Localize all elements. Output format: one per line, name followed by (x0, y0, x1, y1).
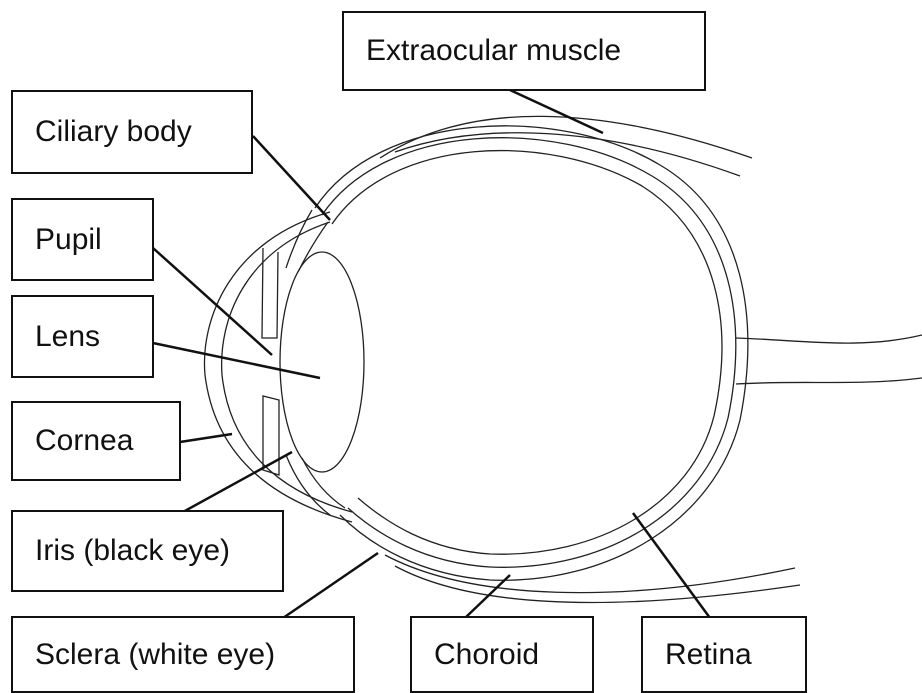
iris-leader (183, 452, 292, 512)
extraocular-muscle-text: Extraocular muscle (366, 34, 621, 68)
lens-leader (153, 343, 320, 378)
choroid-label: Choroid (410, 616, 594, 693)
optic-nerve (736, 335, 922, 384)
retina-text: Retina (665, 638, 752, 672)
iris-label: Iris (black eye) (11, 510, 284, 592)
sclera-leader (283, 553, 378, 618)
ciliary-body-text: Ciliary body (35, 115, 192, 149)
sclera-choroid-retina-layers (315, 126, 748, 580)
retina-leader (633, 513, 710, 618)
cornea-text: Cornea (35, 424, 133, 458)
lens-text: Lens (35, 320, 100, 354)
cornea-leader (180, 434, 232, 442)
iris-text: Iris (black eye) (35, 534, 230, 568)
pupil-leader (153, 248, 272, 355)
ciliary-body-shapes (286, 210, 345, 515)
retina-label: Retina (641, 616, 807, 693)
sclera-text: Sclera (white eye) (35, 638, 275, 672)
lens-shape (280, 252, 364, 472)
cornea-label: Cornea (11, 401, 181, 481)
choroid-text: Choroid (434, 638, 539, 672)
pupil-text: Pupil (35, 223, 102, 257)
ciliary-body-leader (253, 136, 330, 220)
upper-extraocular-muscle (380, 116, 752, 176)
extraocular-muscle-label: Extraocular muscle (342, 11, 706, 91)
lens-label: Lens (11, 295, 154, 378)
iris-shapes (262, 248, 279, 475)
lower-extraocular-muscle (385, 555, 800, 603)
choroid-leader (465, 575, 510, 618)
sclera-label: Sclera (white eye) (11, 616, 355, 693)
pupil-label: Pupil (11, 198, 154, 281)
ciliary-body-label: Ciliary body (11, 90, 253, 174)
